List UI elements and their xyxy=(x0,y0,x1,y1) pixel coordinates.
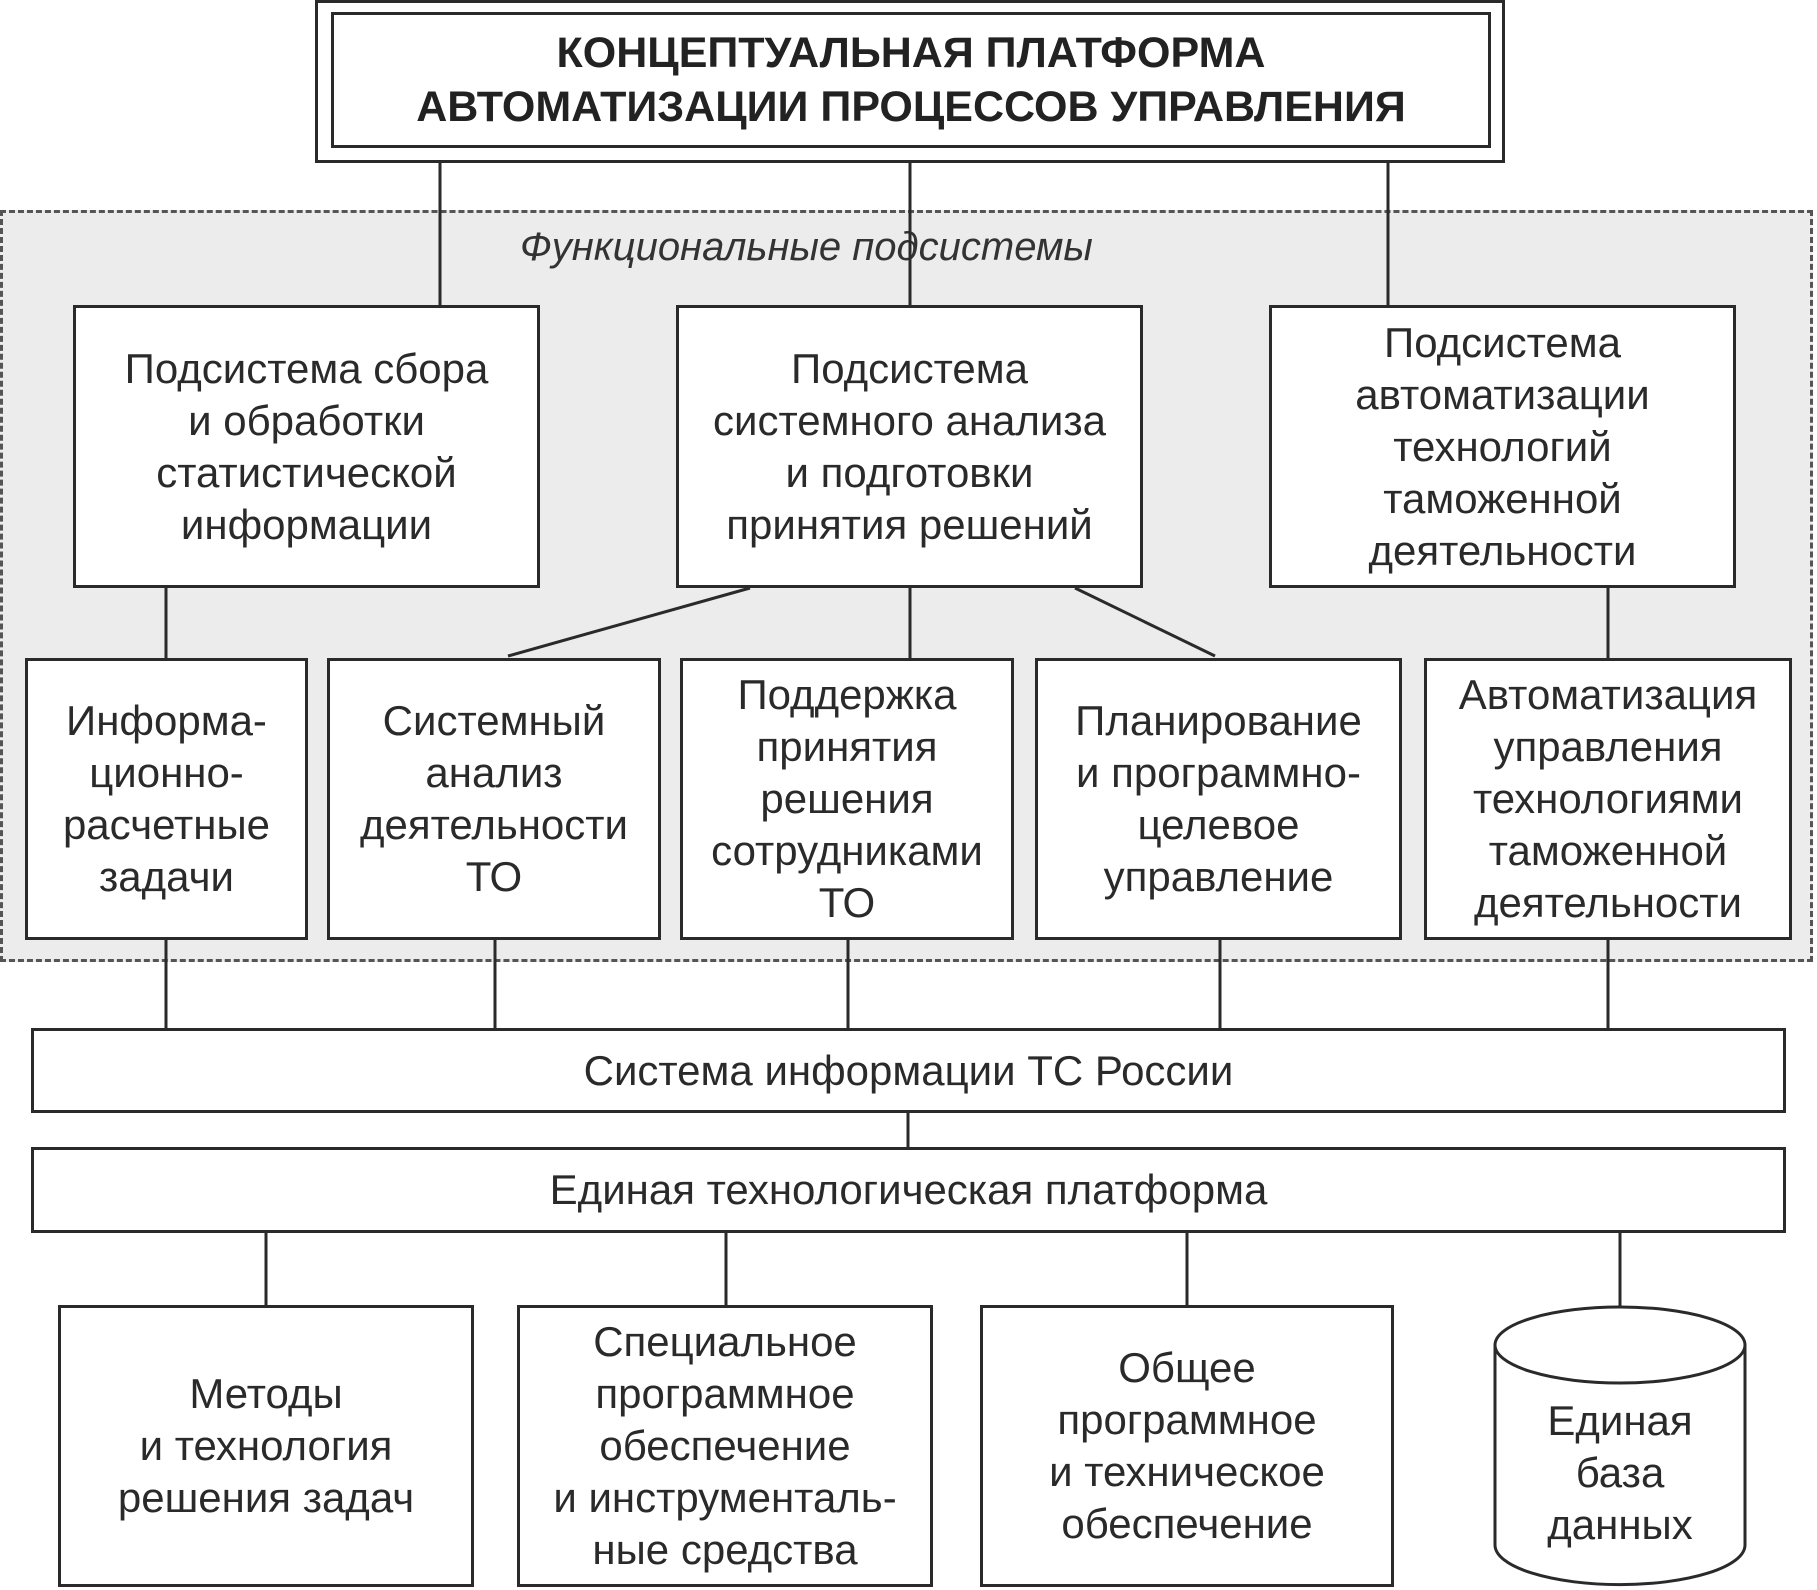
functional-subsystems-label: Функциональные подсистемы xyxy=(520,225,1093,269)
task-automation-control-label: Автоматизация управления технологиями та… xyxy=(1458,671,1758,926)
diagram-title: КОНЦЕПТУАЛЬНАЯ ПЛАТФОРМА АВТОМАТИЗАЦИИ П… xyxy=(416,29,1406,131)
task-automation-control: Автоматизация управления технологиями та… xyxy=(1424,658,1792,940)
subsystem-automation-label: Подсистема автоматизации технологий тамо… xyxy=(1355,318,1650,574)
support-special-software-label: Специальное программное обеспечение и ин… xyxy=(553,1318,897,1573)
database-label: Единая база данных xyxy=(1547,1397,1693,1548)
task-system-analysis-label: Системный анализ деятельности ТО xyxy=(360,697,628,900)
subsystem-analysis-label: Подсистема системного анализа и подготов… xyxy=(713,344,1106,548)
task-planning-label: Планирование и программно- целевое управ… xyxy=(1075,697,1362,900)
support-general-software: Общее программное и техническое обеспече… xyxy=(980,1305,1394,1587)
support-special-software: Специальное программное обеспечение и ин… xyxy=(517,1305,933,1587)
info-system-label: Система информации ТС России xyxy=(583,1046,1234,1094)
platform-label: Единая технологическая платформа xyxy=(549,1166,1268,1213)
platform-bar: Единая технологическая платформа xyxy=(31,1147,1786,1233)
info-system-bar: Система информации ТС России xyxy=(31,1028,1786,1113)
title-box: КОНЦЕПТУАЛЬНАЯ ПЛАТФОРМА АВТОМАТИЗАЦИИ П… xyxy=(331,12,1491,148)
task-decision-support: Поддержка принятия решения сотрудниками … xyxy=(680,658,1014,940)
connector xyxy=(507,586,751,658)
subsystem-statistics: Подсистема сбора и обработки статистичес… xyxy=(73,305,540,588)
support-methods: Методы и технология решения задач xyxy=(58,1305,474,1587)
task-system-analysis: Системный анализ деятельности ТО xyxy=(327,658,661,940)
task-info-calc: Информа- ционно- расчетные задачи xyxy=(25,658,308,940)
support-methods-label: Методы и технология решения задач xyxy=(117,1370,415,1521)
task-info-calc-label: Информа- ционно- расчетные задачи xyxy=(62,697,271,900)
subsystem-analysis: Подсистема системного анализа и подготов… xyxy=(676,305,1143,588)
task-decision-support-label: Поддержка принятия решения сотрудниками … xyxy=(711,671,983,926)
subsystem-automation: Подсистема автоматизации технологий тамо… xyxy=(1269,305,1736,588)
task-planning: Планирование и программно- целевое управ… xyxy=(1035,658,1402,940)
connector xyxy=(1074,586,1216,658)
subsystem-statistics-label: Подсистема сбора и обработки статистичес… xyxy=(124,344,489,548)
support-general-software-label: Общее программное и техническое обеспече… xyxy=(1049,1344,1325,1547)
database-icon xyxy=(1493,1305,1747,1587)
